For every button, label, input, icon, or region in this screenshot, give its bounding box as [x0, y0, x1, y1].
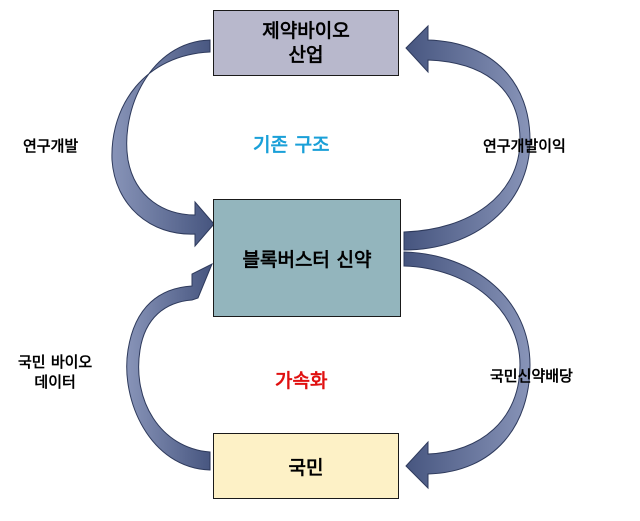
box-pharma-bio-industry-line1: 제약바이오: [262, 20, 350, 42]
label-citizen-drug-dividend: 국민신약배당: [490, 367, 573, 385]
label-citizen-bio-data-line1: 국민 바이오: [18, 353, 93, 371]
box-pharma-bio-industry: 제약바이오 산업: [213, 10, 399, 76]
box-pharma-bio-industry-line2: 산업: [288, 44, 324, 66]
label-rnd-profit: 연구개발이익: [483, 137, 566, 155]
arrow-top-right: [403, 24, 531, 251]
label-existing-structure: 기존 구조: [253, 134, 330, 156]
box-citizens: 국민: [213, 433, 399, 499]
arrow-bottom-left: [126, 262, 213, 471]
label-acceleration: 가속화: [275, 370, 328, 392]
box-blockbuster-drug-label: 블록버스터 신약: [242, 248, 372, 271]
label-citizen-bio-data: 국민 바이오 데이터: [18, 352, 92, 392]
label-citizen-bio-data-line2: 데이터: [34, 373, 76, 391]
box-citizens-label: 국민: [288, 456, 324, 479]
label-rnd: 연구개발: [23, 137, 79, 155]
box-blockbuster-drug: 블록버스터 신약: [213, 199, 401, 317]
arrow-bottom-right: [403, 251, 531, 490]
arrow-top-left: [111, 39, 215, 248]
